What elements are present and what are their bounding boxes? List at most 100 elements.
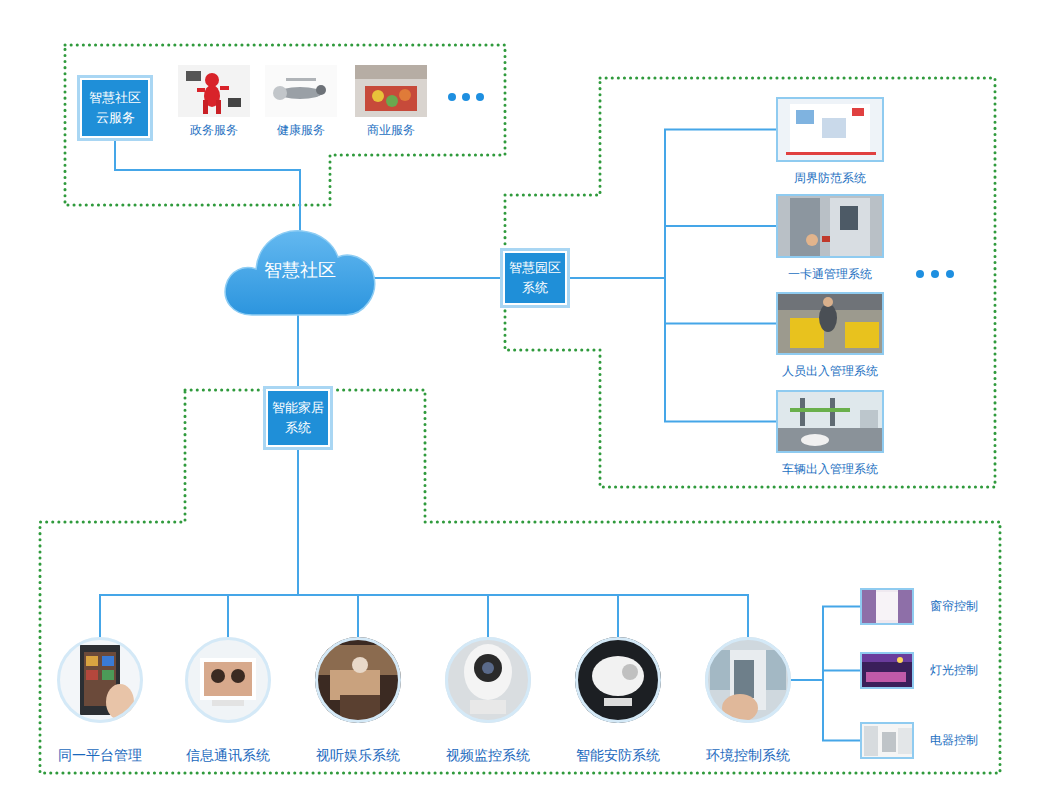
picture-shape <box>882 732 896 752</box>
caption: 信息通讯系统 <box>184 746 272 764</box>
picture-shape <box>265 65 337 117</box>
picture-shape <box>897 657 903 663</box>
picture-shape <box>231 669 245 683</box>
picture-tile: 一卡通管理系统 <box>776 194 884 258</box>
picture-tile: 政务服务 <box>178 65 250 117</box>
picture-shape <box>864 726 878 756</box>
connector-line <box>298 450 748 637</box>
picture-shape <box>316 85 326 95</box>
system-box: 智慧社区 云服务 <box>77 75 153 141</box>
system-box: 智慧园区 系统 <box>500 248 570 308</box>
caption: 视频监控系统 <box>444 746 532 764</box>
picture-shape <box>204 662 252 696</box>
connector-line <box>570 278 776 324</box>
picture-shape <box>216 100 221 114</box>
picture-shape <box>102 656 114 666</box>
ellipsis-dot <box>916 270 924 278</box>
picture-shape <box>796 110 814 124</box>
picture-shape <box>876 592 898 620</box>
picture-shape <box>102 670 114 680</box>
picture <box>776 97 884 162</box>
picture <box>776 194 884 258</box>
picture-tile: 灯光控制 <box>860 652 914 689</box>
picture-shape <box>197 88 205 92</box>
picture-circle: 环境控制系统 <box>705 637 791 723</box>
picture <box>575 637 661 723</box>
picture-circle: 同一平台管理 <box>57 637 143 723</box>
picture-shape <box>860 722 914 759</box>
park-system-region <box>505 78 995 487</box>
connector-line <box>570 226 776 278</box>
picture-shape <box>801 434 829 446</box>
picture-shape <box>372 90 384 102</box>
picture-shape <box>776 194 884 258</box>
connector-line <box>570 130 776 279</box>
picture-shape <box>776 428 884 453</box>
connector-line <box>228 450 298 637</box>
picture <box>185 637 271 723</box>
picture-shape <box>340 695 380 720</box>
picture-shape <box>464 644 512 700</box>
region-outlines <box>40 45 1000 773</box>
picture-shape <box>734 660 754 698</box>
picture-shape <box>806 234 818 246</box>
picture-shape <box>845 322 879 348</box>
picture-shape <box>898 590 912 623</box>
caption: 商业服务 <box>365 123 417 139</box>
ellipsis-dot <box>448 93 456 101</box>
connector-line <box>100 450 298 637</box>
connector-line <box>298 450 358 637</box>
picture <box>355 65 427 117</box>
connector-line <box>791 607 860 681</box>
picture <box>860 652 914 689</box>
picture-tile: 车辆出入管理系统 <box>776 390 884 453</box>
picture <box>860 722 914 759</box>
caption: 车辆出入管理系统 <box>780 462 880 478</box>
picture <box>57 637 143 723</box>
caption: 政务服务 <box>188 123 240 139</box>
caption: 智能安防系统 <box>574 746 662 764</box>
connector-line <box>298 450 618 637</box>
picture <box>178 65 250 117</box>
node-label: 智慧社区 云服务 <box>82 88 148 128</box>
caption: 健康服务 <box>275 123 327 139</box>
picture-shape <box>445 637 531 723</box>
picture-shape <box>86 670 98 680</box>
picture <box>776 292 884 355</box>
picture-shape <box>228 98 241 107</box>
picture-circle: 智能安防系统 <box>575 637 661 723</box>
picture-shape <box>355 65 427 117</box>
picture-shape <box>786 152 876 155</box>
node-label: 智慧社区 <box>222 258 378 282</box>
picture-shape <box>776 292 884 355</box>
picture-shape <box>106 684 134 720</box>
picture-shape <box>386 95 398 107</box>
picture <box>445 637 531 723</box>
picture-shape <box>790 198 820 256</box>
picture-shape <box>705 637 791 723</box>
ellipsis-dot <box>462 93 470 101</box>
cloud-shape: 智慧社区 <box>222 215 378 320</box>
picture-shape <box>776 97 884 162</box>
connector-line <box>115 141 300 231</box>
picture-shape <box>790 104 870 154</box>
picture-shape <box>622 664 638 680</box>
picture-shape <box>470 700 506 714</box>
picture-shape <box>315 637 401 723</box>
caption: 电器控制 <box>930 733 978 749</box>
picture-shape <box>840 206 858 230</box>
picture-shape <box>57 637 143 723</box>
ellipsis-dot <box>476 93 484 101</box>
caption: 周界防范系统 <box>792 171 868 187</box>
caption: 同一平台管理 <box>56 746 144 764</box>
picture-shape <box>178 65 250 117</box>
picture-shape <box>822 236 830 242</box>
picture-circle: 视频监控系统 <box>445 637 531 723</box>
picture-shape <box>205 73 219 87</box>
picture-shape <box>592 656 644 696</box>
picture-shape <box>212 700 244 706</box>
picture-shape <box>273 86 287 100</box>
picture-shape <box>790 318 824 348</box>
